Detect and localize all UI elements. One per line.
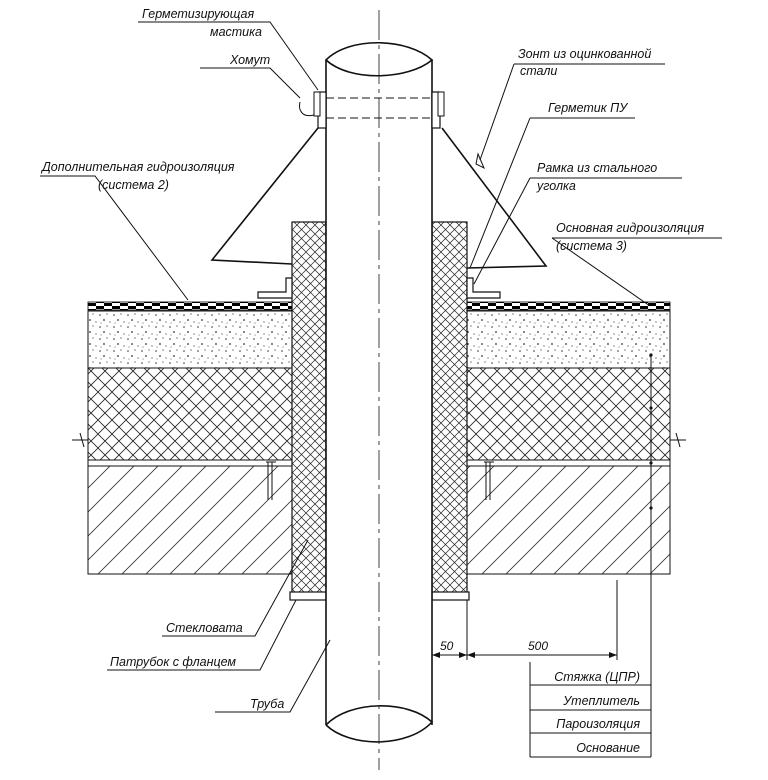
clamp-hook <box>299 101 315 117</box>
umbrella-right <box>441 127 548 269</box>
glass-wool-left <box>291 221 327 599</box>
text-labels: Герметизирующая мастика Хомут Дополнител… <box>40 7 704 755</box>
label-main-waterproofing-1: Основная гидроизоляция <box>556 221 704 235</box>
steel-angle-left <box>257 277 293 299</box>
anchor-right <box>484 461 494 500</box>
insulation-layer-left <box>87 367 293 461</box>
label-flange-pipe: Патрубок с фланцем <box>110 655 236 669</box>
screed-layer-left <box>87 310 293 369</box>
label-sealing-mastic-2: мастика <box>210 25 262 39</box>
label-steel-frame-2: уголка <box>536 179 576 193</box>
insulation-layer-right <box>466 367 671 461</box>
membrane-left <box>87 301 293 311</box>
label-glass-wool: Стекловата <box>166 621 243 635</box>
layer-base: Основание <box>576 741 640 755</box>
clamp <box>299 91 445 129</box>
leader-lines <box>40 21 722 713</box>
screed-layer-right <box>466 310 671 369</box>
vapor-barrier-right <box>466 459 671 467</box>
break-mark-left <box>72 432 88 448</box>
membrane-right <box>466 301 671 311</box>
flange-pipe-left <box>289 591 327 601</box>
base-slab-right <box>466 465 671 575</box>
label-clamp: Хомут <box>229 53 270 67</box>
roof-section-left <box>72 301 293 575</box>
label-sealing-mastic-1: Герметизирующая <box>142 7 254 21</box>
label-steel-frame-1: Рамка из стального <box>537 161 657 175</box>
label-main-waterproofing-2: (система 3) <box>556 239 627 253</box>
label-additional-waterproofing-2: (система 2) <box>98 178 169 192</box>
dimension-offset: 500 <box>528 639 548 653</box>
dimension-gap: 50 <box>440 639 454 653</box>
layer-insulation: Утеплитель <box>562 694 640 708</box>
pipe-bottom-break <box>325 705 434 743</box>
flange-pipe-right <box>431 591 470 601</box>
label-additional-waterproofing-1: Дополнительная гидроизоляция <box>40 160 235 174</box>
umbrella-left <box>210 127 319 265</box>
clamp-hidden-line <box>326 97 432 119</box>
vapor-barrier-left <box>87 459 293 467</box>
pipe-top-break <box>324 41 434 77</box>
label-umbrella-2: стали <box>520 64 557 78</box>
clamp-bolt-left <box>313 91 321 117</box>
pipe <box>324 10 434 770</box>
label-pu-sealant: Герметик ПУ <box>548 101 629 115</box>
galvanized-umbrella <box>210 127 548 269</box>
break-mark-right <box>670 432 686 448</box>
glass-wool-right <box>431 221 468 599</box>
anchor-left <box>266 461 276 500</box>
base-slab-left <box>87 465 293 575</box>
label-umbrella-1: Зонт из оцинкованной <box>518 47 651 61</box>
layer-legend-lines <box>529 353 653 758</box>
label-pipe: Труба <box>250 697 284 711</box>
steel-angle-frames <box>257 277 501 299</box>
steel-angle-right <box>466 277 501 299</box>
dimension-lines <box>431 580 618 660</box>
roof-section-right <box>466 301 686 575</box>
layer-screed: Стяжка (ЦПР) <box>554 670 640 684</box>
layer-vapor-barrier: Пароизоляция <box>556 717 640 731</box>
clamp-bolt-right <box>437 91 445 117</box>
